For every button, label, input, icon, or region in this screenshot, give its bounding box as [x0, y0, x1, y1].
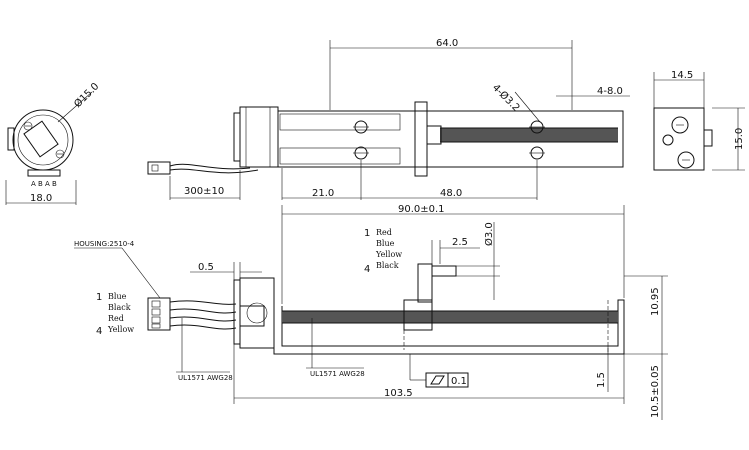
rail-length-dim: 90.0±0.1	[398, 204, 445, 215]
dim-0-5: 0.5	[198, 262, 214, 273]
pinout-left-color-3: Red	[108, 314, 124, 323]
pinout-top-color-4: Black	[376, 261, 399, 270]
pinout-left-last: 4	[96, 326, 102, 337]
slot-spec-dim: 4-8.0	[597, 86, 623, 97]
pinout-left-color-2: Black	[108, 303, 131, 312]
flatness-value: 0.1	[451, 376, 467, 387]
pin-letters-label: A B A B	[31, 180, 57, 188]
total-length-dim: 103.5	[384, 388, 413, 399]
motor-diameter-dim: Ø15.0	[72, 80, 102, 110]
pinout-left-first: 1	[96, 292, 102, 303]
cable-label-left: UL1571 AWG28	[178, 374, 233, 382]
shaft-diameter-dim: Ø3.0	[483, 222, 495, 246]
end-width-dim: 14.5	[671, 70, 693, 81]
hole-spacing-dim: 64.0	[436, 38, 458, 49]
lead-screw-top	[440, 127, 618, 143]
pinout-top-color-2: Blue	[376, 239, 395, 248]
pinout-left-color-4: Yellow	[107, 325, 134, 334]
top-view: 64.0 4-Ø3.2 4-8.0 21.0 48.0 300±10	[147, 38, 630, 200]
motor-end-view: A B A B Ø15.0 18.0	[5, 80, 102, 205]
pinout-left-color-1: Blue	[108, 292, 127, 301]
dim-10-95: 10.95	[650, 287, 661, 316]
lead-length-dim: 300±10	[184, 186, 224, 197]
front-view: 1 Red Blue Yellow 4 Black 1 Blue Black R…	[74, 204, 668, 420]
end-view-width-dim: 18.0	[30, 193, 52, 204]
dim-2-5: 2.5	[452, 237, 468, 248]
pinout-top-last: 4	[364, 264, 370, 275]
pinout-top-color-1: Red	[376, 228, 392, 237]
hole-spec-dim: 4-Ø3.2	[490, 82, 522, 114]
dim-1-5: 1.5	[596, 372, 607, 388]
pinout-top-first: 1	[364, 228, 370, 239]
dim-48: 48.0	[440, 188, 462, 199]
housing-label: HOUSING:2510-4	[74, 240, 135, 248]
cable-label-mid: UL1571 AWG28	[310, 370, 365, 378]
dim-21: 21.0	[312, 188, 334, 199]
end-height-dim: 15.0	[734, 128, 745, 150]
dim-10-5: 10.5±0.05	[650, 365, 661, 418]
end-view-right: 14.5 15.0	[653, 70, 745, 171]
pinout-top-color-3: Yellow	[375, 250, 402, 259]
